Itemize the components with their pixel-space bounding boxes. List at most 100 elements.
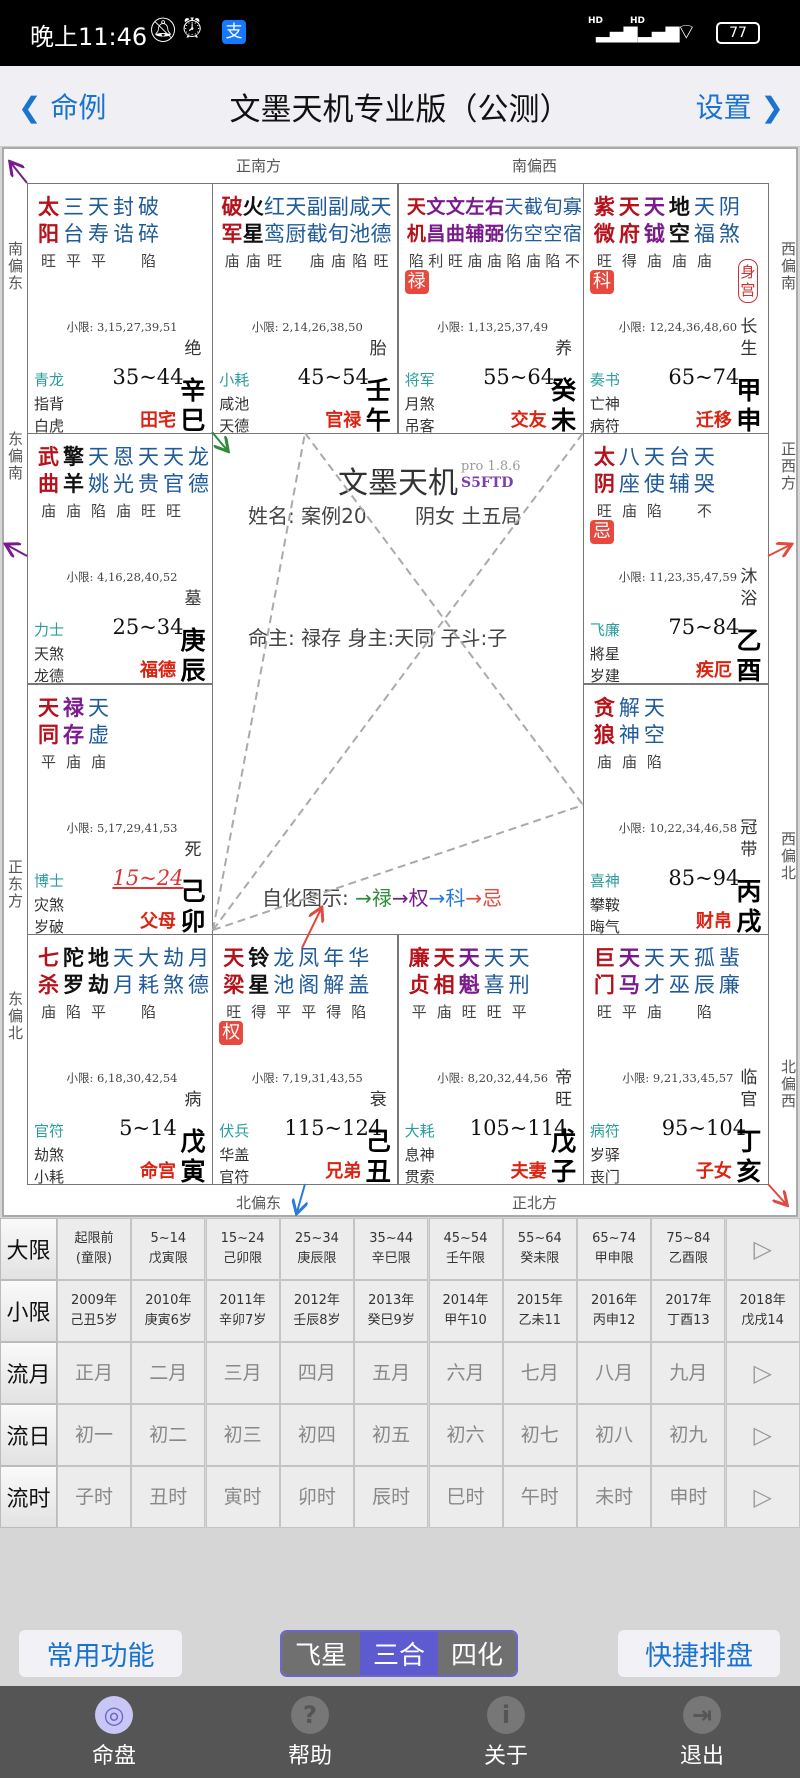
period-cell[interactable]: 初六 — [428, 1404, 503, 1466]
star[interactable]: 火星庙 — [243, 194, 264, 270]
period-cell[interactable]: 初一 — [57, 1404, 131, 1466]
period-cell[interactable]: 寅时 — [205, 1466, 280, 1528]
star[interactable]: 副截庙 — [306, 194, 328, 270]
period-cell[interactable]: 2017年丁酉13 — [651, 1280, 726, 1342]
period-cell[interactable]: 2011年辛卯7岁 — [205, 1280, 280, 1342]
common-functions-button[interactable]: 常用功能 — [19, 1630, 182, 1677]
star[interactable]: 破碎陷 — [136, 194, 161, 270]
period-cell[interactable]: 起限前(童限) — [57, 1218, 131, 1280]
star[interactable]: 地劫平 — [86, 945, 111, 1021]
star[interactable]: 封诰 — [111, 194, 136, 268]
star[interactable]: 华盖陷 — [346, 945, 371, 1021]
star[interactable]: 贪狼庙 — [592, 695, 617, 771]
palace-cell[interactable]: 破军庙火星庙红鸾旺天厨副截庙副旬庙咸池陷天德旺小限: 2,14,26,38,50… — [212, 183, 399, 435]
star[interactable]: 武曲庙 — [36, 444, 61, 520]
star[interactable]: 廉贞平 — [407, 945, 432, 1021]
star[interactable]: 龙池平 — [271, 945, 296, 1021]
star[interactable]: 巨门旺 — [592, 945, 617, 1021]
star[interactable]: 铃星得 — [246, 945, 271, 1021]
star[interactable]: 天使陷 — [642, 444, 667, 520]
palace-cell[interactable]: 天机陷文昌利文曲旺左辅庙右弼庙天伤陷截空庙旬空陷寡宿不禄小限: 1,13,25,… — [397, 183, 584, 435]
star[interactable]: 三台平 — [61, 194, 86, 270]
period-cell[interactable]: 三月 — [205, 1342, 280, 1404]
star[interactable]: 截空庙 — [524, 194, 544, 270]
back-button[interactable]: ❮ 命例 — [18, 86, 106, 126]
star[interactable]: 破军庙 — [221, 194, 242, 270]
star[interactable]: 天福庙 — [692, 194, 717, 270]
star[interactable]: 天虚庙 — [86, 695, 111, 771]
star[interactable]: 台辅 — [667, 444, 692, 518]
period-cell[interactable]: 午时 — [502, 1466, 577, 1528]
star[interactable]: 龙德 — [186, 444, 211, 518]
period-cell[interactable]: 丑时 — [131, 1466, 206, 1528]
star[interactable]: 右弼庙 — [485, 194, 505, 270]
period-cell[interactable]: 申时 — [651, 1466, 726, 1528]
star[interactable]: 天贵旺 — [136, 444, 161, 520]
star[interactable]: 八座庙 — [617, 444, 642, 520]
period-cell[interactable]: 辰时 — [354, 1466, 429, 1528]
period-cell[interactable]: 2015年乙未11 — [502, 1280, 577, 1342]
next-page-button[interactable]: ▷ — [725, 1218, 800, 1280]
next-page-button[interactable]: ▷ — [725, 1404, 800, 1466]
period-cell[interactable]: 初四 — [279, 1404, 354, 1466]
period-cell[interactable]: 六月 — [428, 1342, 503, 1404]
segment-1[interactable]: 飞星 — [282, 1632, 360, 1675]
star[interactable]: 天喜旺 — [482, 945, 507, 1021]
star[interactable]: 左辅庙 — [465, 194, 485, 270]
tab-0[interactable]: ◎命盘 — [14, 1686, 214, 1778]
star[interactable]: 恩光庙 — [111, 444, 136, 520]
star[interactable]: 天空陷 — [642, 695, 667, 771]
star[interactable]: 大耗陷 — [136, 945, 161, 1021]
star[interactable]: 地空庙 — [667, 194, 692, 270]
star[interactable]: 天哭不 — [692, 444, 717, 520]
star[interactable]: 劫煞 — [161, 945, 186, 1019]
period-cell[interactable]: 2018年戊戌14 — [725, 1280, 800, 1342]
quick-chart-button[interactable]: 快捷排盘 — [618, 1630, 780, 1677]
star[interactable]: 禄存庙 — [61, 695, 86, 771]
star[interactable]: 天寿平 — [86, 194, 111, 270]
next-page-button[interactable]: ▷ — [725, 1342, 800, 1404]
star[interactable]: 咸池陷 — [349, 194, 370, 270]
star[interactable]: 天同平 — [36, 695, 61, 771]
period-cell[interactable]: 巳时 — [428, 1466, 503, 1528]
period-cell[interactable]: 2016年丙申12 — [577, 1280, 652, 1342]
segment-2[interactable]: 三合 — [360, 1632, 438, 1675]
star[interactable]: 天月 — [111, 945, 136, 1019]
period-cell[interactable]: 2014年甲午10 — [428, 1280, 503, 1342]
star[interactable]: 紫微旺 — [592, 194, 617, 270]
star[interactable]: 天厨 — [285, 194, 306, 268]
tab-3[interactable]: ⇥退出 — [602, 1686, 800, 1778]
period-cell[interactable]: 子时 — [57, 1466, 131, 1528]
star[interactable]: 天府得 — [617, 194, 642, 270]
star[interactable]: 天魁旺 — [457, 945, 482, 1021]
star[interactable]: 天马平 — [617, 945, 642, 1021]
period-cell[interactable]: 2009年己丑5岁 — [57, 1280, 131, 1342]
period-cell[interactable]: 七月 — [502, 1342, 577, 1404]
star[interactable]: 太阳旺 — [36, 194, 61, 270]
period-cell[interactable]: 八月 — [577, 1342, 652, 1404]
period-cell[interactable]: 初八 — [577, 1404, 652, 1466]
star[interactable]: 蜚廉 — [717, 945, 742, 1019]
star[interactable]: 天巫 — [667, 945, 692, 1019]
period-cell[interactable]: 初九 — [651, 1404, 726, 1466]
period-cell[interactable]: 2012年壬辰8岁 — [279, 1280, 354, 1342]
period-cell[interactable]: 九月 — [651, 1342, 726, 1404]
period-cell[interactable]: 卯时 — [279, 1466, 354, 1528]
period-cell[interactable]: 2013年癸巳9岁 — [354, 1280, 429, 1342]
star[interactable]: 七杀庙 — [36, 945, 61, 1021]
star[interactable]: 月德 — [186, 945, 211, 1019]
star[interactable]: 陀罗陷 — [61, 945, 86, 1021]
